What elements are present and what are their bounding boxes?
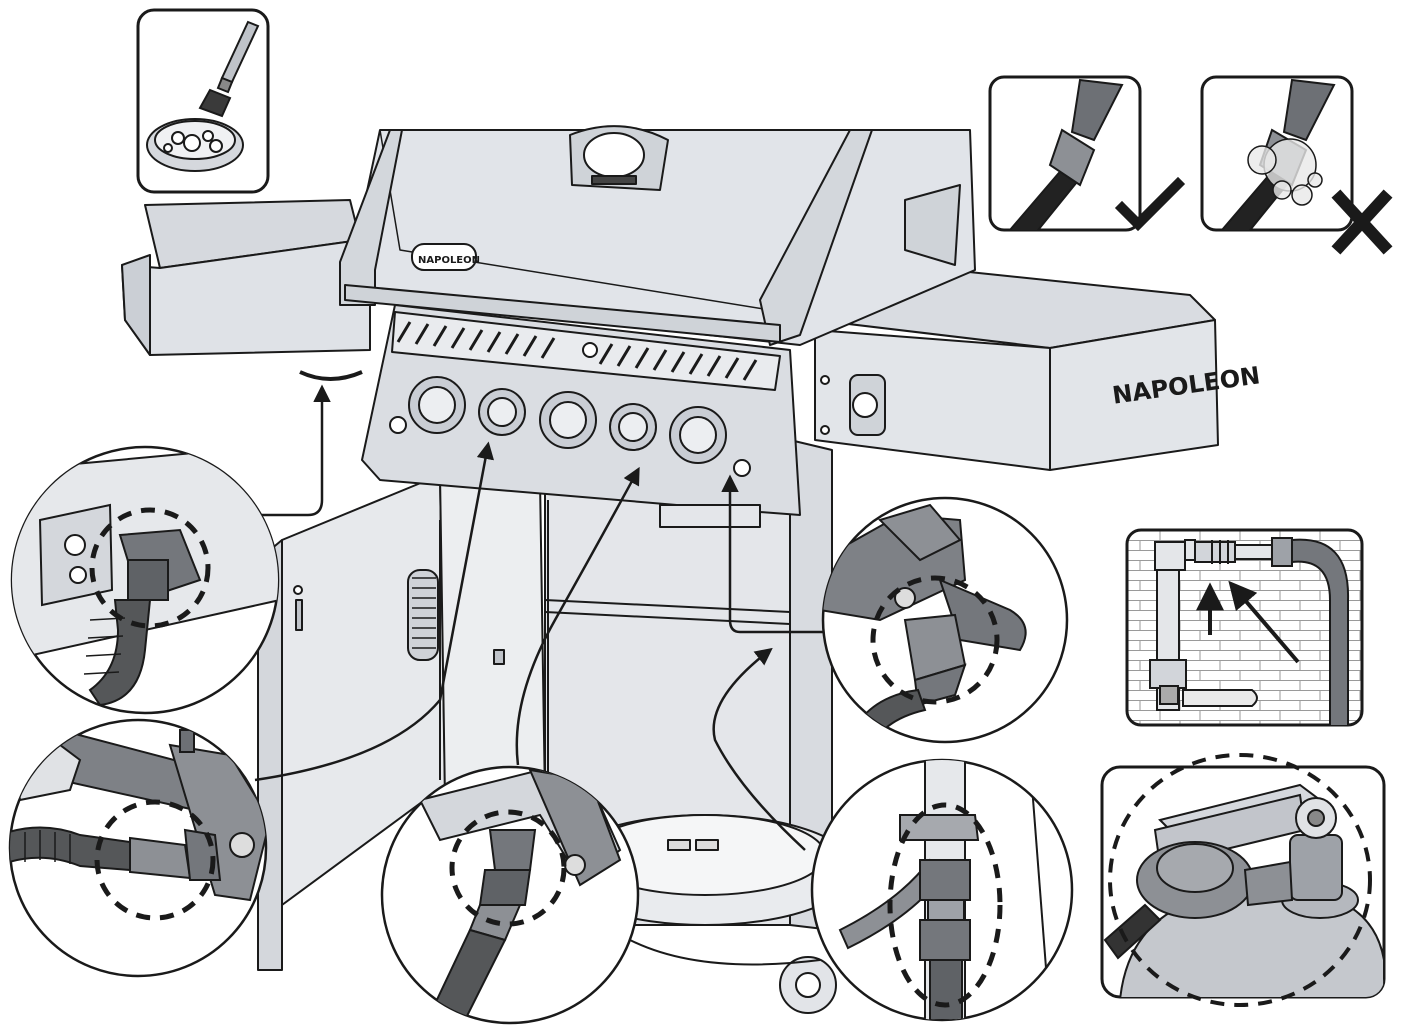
cross-mark-icon	[1331, 189, 1393, 255]
tank-regulator-inset	[1100, 753, 1386, 1007]
leak-check-highlight	[449, 809, 567, 927]
hose-coupling-inset	[810, 758, 1074, 1022]
leak-check-highlight	[870, 575, 1000, 705]
leak-check-highlight	[887, 802, 1003, 1008]
leak-bubbles-icon	[1247, 138, 1323, 206]
pointer-arrow-icon	[1228, 580, 1300, 664]
soapy-water-bowl-icon	[146, 118, 244, 172]
leak-check-highlight	[1108, 753, 1372, 1007]
soapy-water-inset	[136, 8, 270, 194]
left-side-shelf	[121, 199, 371, 381]
soap-brush-icon	[198, 20, 260, 118]
pointer-arrow-icon	[712, 647, 806, 851]
door-spring	[407, 569, 439, 661]
left-shelf-hose	[299, 370, 363, 381]
lid-brand: NAPOLEON	[418, 255, 480, 266]
lid-brand-badge	[411, 243, 477, 271]
leak-inset	[1200, 75, 1393, 255]
leak-check-highlight	[89, 507, 211, 629]
pointer-arrow-icon	[254, 441, 495, 782]
regulator-hose-inset	[821, 496, 1069, 744]
valve-inlet-inset	[380, 765, 640, 1025]
leak-check-highlight	[94, 799, 216, 921]
burner-knobs	[389, 376, 751, 477]
pointer-arrow-icon	[721, 474, 825, 634]
grill: NAPOLEON NAPOLEON	[121, 125, 1262, 1014]
side-burner-connection-inset	[10, 445, 280, 715]
pointer-arrow-icon	[248, 384, 331, 517]
grill-lid: NAPOLEON	[339, 125, 976, 346]
check-mark-icon	[1114, 176, 1186, 232]
pointer-arrows	[248, 384, 825, 851]
pointer-arrow-icon	[515, 466, 640, 766]
manifold-connection-inset	[8, 718, 268, 978]
control-panel	[361, 304, 801, 528]
panel-vents	[396, 321, 758, 381]
wall-supply-inset	[1125, 528, 1364, 727]
no-leak-inset	[988, 75, 1186, 232]
lid-handle	[344, 284, 781, 343]
